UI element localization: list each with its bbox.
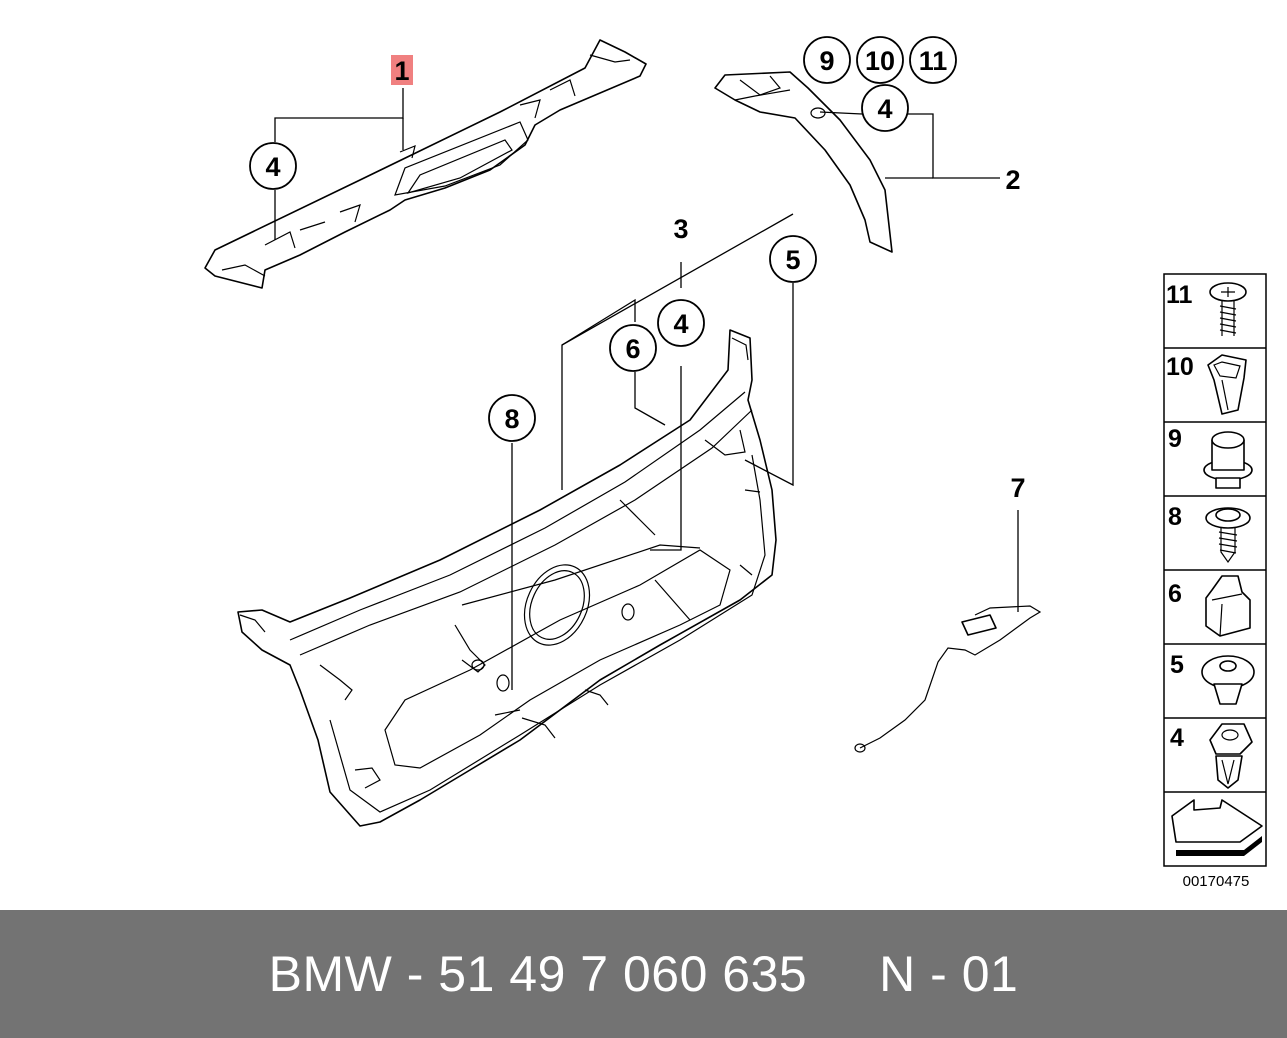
svg-text:11: 11: [1166, 281, 1193, 309]
part-3-tailgate-panel: [237, 329, 777, 827]
footer-bar: BMW - 51 49 7 060 635 N - 01: [0, 910, 1287, 1038]
leader-lines: [274, 88, 1019, 690]
legend-item-6: 6: [1168, 575, 1251, 637]
callout-4a-label: 4: [265, 152, 280, 182]
part-1-upper-trim-strip: [204, 39, 647, 289]
callout-5-label: 5: [785, 245, 800, 275]
svg-text:5: 5: [1170, 651, 1184, 679]
callout-2-label: 2: [1005, 165, 1020, 195]
callout-7-label: 7: [1010, 473, 1025, 503]
legend-item-4: 4: [1170, 723, 1253, 789]
callout-11-label: 11: [919, 46, 948, 76]
callout-4c-circle: [657, 299, 705, 347]
part-7-cable: [854, 605, 1042, 753]
legend-item-8: 8: [1168, 503, 1251, 564]
screw-icon: [1209, 282, 1247, 336]
diagram-canvas: 1 2 3 4 4 4 5 6 7 8 9 10 11: [204, 36, 1267, 890]
push-rivet-icon: [1201, 655, 1255, 705]
callout-11-circle: [909, 36, 957, 84]
callout-4a-circle: [249, 142, 297, 190]
tapping-screw-icon: [1205, 507, 1251, 564]
expanding-nut-icon: [1207, 354, 1247, 415]
part-number-text: BMW - 51 49 7 060 635 N - 01: [268, 946, 1019, 1002]
svg-text:8: 8: [1168, 503, 1182, 531]
callout-1-label: 1: [394, 56, 409, 86]
svg-text:4: 4: [1170, 724, 1184, 752]
clip-icon: [1205, 575, 1251, 637]
grommet-icon: [1203, 431, 1253, 489]
legend-item-9: 9: [1168, 425, 1253, 489]
front-arrow-icon: [1171, 799, 1263, 856]
part-2-side-trim: [714, 71, 893, 253]
legend-item-5: 5: [1170, 651, 1255, 705]
callout-6-circle: [609, 324, 657, 372]
callout-4b-label: 4: [877, 94, 892, 124]
callout-10-label: 10: [865, 46, 895, 76]
callout-1-highlight: [391, 55, 413, 85]
legend-item-10: 10: [1166, 353, 1247, 415]
svg-text:6: 6: [1168, 580, 1182, 608]
callout-4b-circle: [861, 84, 909, 132]
callout-8-label: 8: [504, 404, 519, 434]
callout-8-circle: [488, 394, 536, 442]
svg-text:10: 10: [1166, 353, 1194, 381]
callouts: 1 2 3 4 4 4 5 6 7 8 9 10 11: [249, 36, 1026, 503]
parts-diagram: 1 2 3 4 4 4 5 6 7 8 9 10 11: [204, 36, 1267, 890]
fastener-legend: 11 10 9: [1163, 273, 1267, 867]
callout-9-circle: [803, 36, 851, 84]
callout-9-label: 9: [819, 46, 834, 76]
trim-clip-icon: [1209, 723, 1253, 789]
callout-10-circle: [856, 36, 904, 84]
callout-4c-label: 4: [673, 309, 688, 339]
callout-6-label: 6: [625, 334, 640, 364]
callout-5-circle: [769, 235, 817, 283]
svg-text:9: 9: [1168, 425, 1182, 453]
legend-item-11: 11: [1166, 281, 1247, 336]
doc-number: 00170475: [1183, 873, 1250, 890]
callout-3-label: 3: [673, 214, 688, 244]
